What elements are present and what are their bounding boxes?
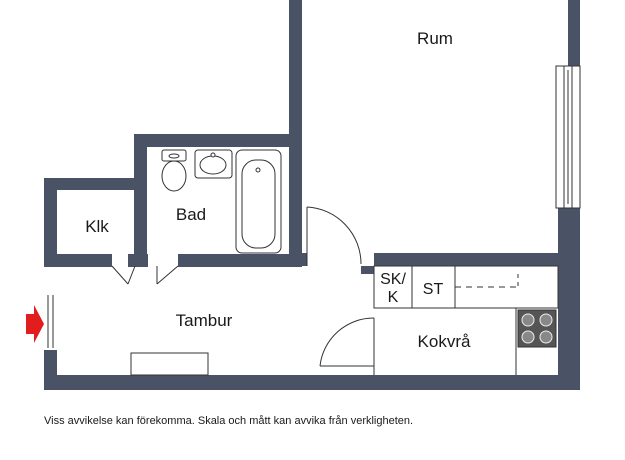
label-sk-line1: SK/ — [380, 271, 406, 288]
entrance-arrow-icon — [26, 305, 44, 343]
room-label-tambur: Tambur — [176, 311, 233, 330]
bench — [130, 352, 209, 376]
kitchen-fixtures — [373, 265, 559, 375]
room-label-klk: Klk — [85, 217, 109, 236]
label-sk-line2: K — [388, 289, 399, 306]
floor-plan: Rum Bad Klk Tambur Kokvrå SK/ K ST — [26, 0, 581, 390]
room-label-kokvra: Kokvrå — [418, 332, 471, 351]
window — [555, 65, 581, 209]
walls — [44, 0, 580, 390]
disclaimer-text: Viss avvikelse kan förekomma. Skala och … — [44, 415, 414, 427]
label-st: ST — [423, 281, 444, 298]
doors — [111, 206, 375, 375]
room-label-rum: Rum — [417, 29, 453, 48]
bathroom-fixtures — [161, 149, 282, 254]
room-label-bad: Bad — [176, 205, 206, 224]
stove-icon — [517, 309, 557, 348]
entrance — [26, 295, 54, 348]
